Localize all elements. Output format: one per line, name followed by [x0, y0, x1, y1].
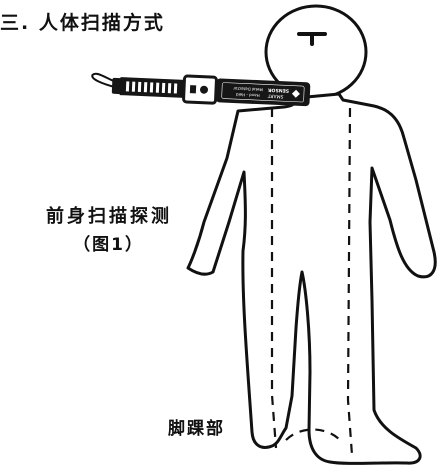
caption-line2: （图1）	[73, 235, 144, 255]
scan-path-right	[346, 107, 354, 456]
figure-caption: 前身扫描探测 （图1）	[0, 202, 172, 255]
ankle-label: 脚踝部	[168, 419, 225, 439]
device-brand-line1: SMART	[267, 93, 283, 100]
scan-path-left	[270, 108, 278, 449]
body-outline	[186, 92, 437, 465]
scan-path-ankle	[285, 428, 341, 441]
wrist-strap	[91, 72, 119, 89]
device-model-line2: Metal Detector	[233, 86, 263, 92]
human-figure-icon	[186, 4, 437, 465]
metal-detector-icon: SMART SENSOR Hand - Held Metal Detector	[91, 72, 311, 107]
scan-path-lines	[270, 107, 354, 456]
caption-line1: 前身扫描探测	[46, 206, 172, 227]
device-model-line1: Hand - Held	[235, 92, 259, 98]
device-brand-line2: SENSOR	[267, 87, 289, 94]
face-mark	[297, 32, 327, 46]
section-title: 三. 人体扫描方式	[0, 12, 165, 34]
